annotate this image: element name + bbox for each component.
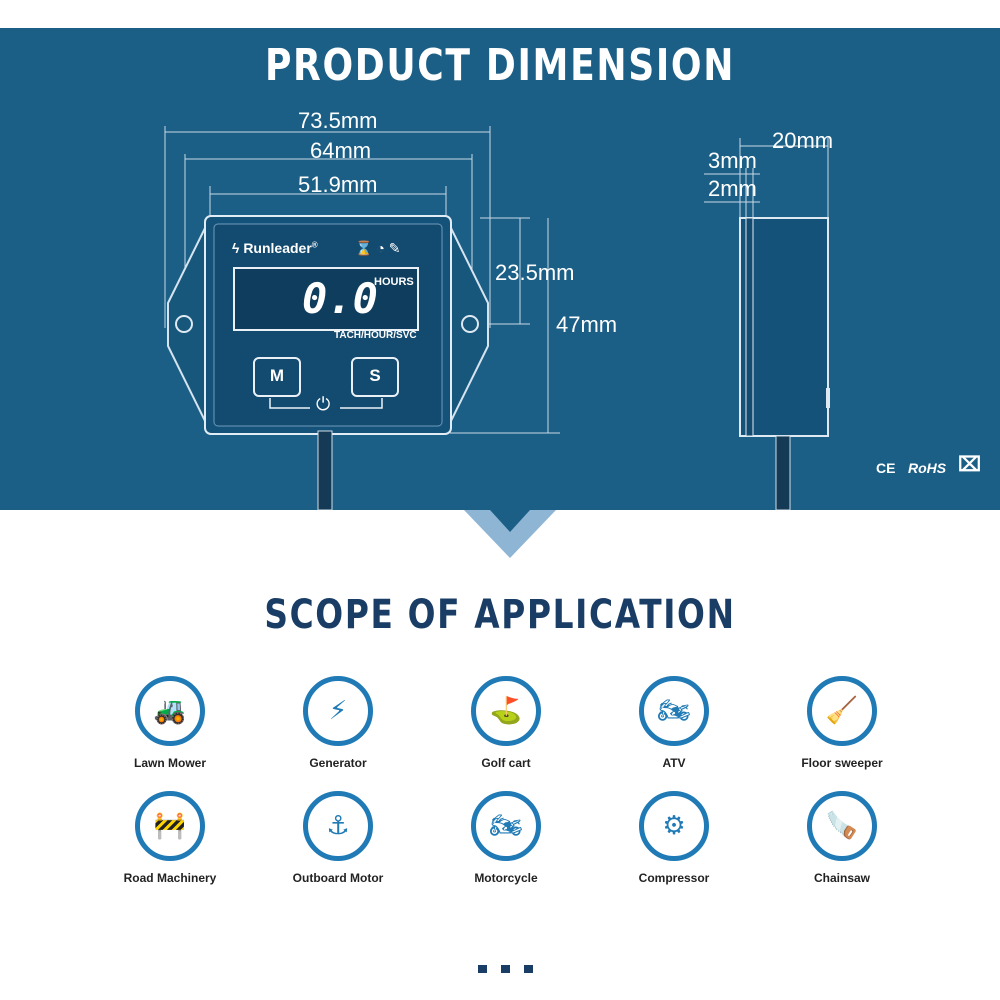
application-label: Lawn Mower	[133, 756, 206, 770]
dim-bezel-thickness: 2mm	[708, 176, 757, 201]
tachometer-icon: ◔	[376, 240, 385, 256]
application-label: Generator	[309, 756, 367, 770]
application-label: Golf cart	[481, 756, 531, 770]
application-label: Chainsaw	[813, 871, 870, 885]
brand-logo: ϟ Runleader®	[232, 240, 318, 256]
side-view-drawing	[704, 138, 830, 510]
road-machinery-icon: 🚧	[135, 791, 205, 861]
application-label: ATV	[662, 756, 686, 770]
weee-bin-icon: ⌧	[958, 454, 982, 476]
rohs-mark: RoHS	[908, 460, 947, 476]
registered-mark: ®	[311, 240, 318, 250]
wrench-icon: ✎	[388, 240, 401, 256]
ce-mark: CE	[876, 460, 896, 476]
chainsaw-icon: 🪚	[807, 791, 877, 861]
product-dimension-title: PRODUCT DIMENSION	[264, 40, 736, 91]
generator-icon: ⚡	[303, 676, 373, 746]
dim-body-width: 51.9mm	[298, 172, 378, 197]
motorcycle-icon: 🏍	[471, 791, 541, 861]
display-unit: HOURS	[374, 276, 414, 288]
application-label: Outboard Motor	[292, 871, 384, 885]
dimension-banner: PRODUCT DIMENSION	[0, 28, 1000, 510]
dim-hole-spacing: 64mm	[310, 138, 372, 163]
m-button[interactable]: M	[269, 366, 285, 385]
compressor-icon: ⚙	[639, 791, 709, 861]
application-item: 🚜 Lawn Mower	[90, 676, 250, 770]
status-icons: ⌛ ◔ ✎	[355, 240, 400, 257]
mode-text: TACH/HOUR/SVC	[334, 330, 417, 341]
application-item: 🏍 Motorcycle	[426, 791, 586, 885]
down-arrow-icon	[464, 510, 556, 558]
front-view-drawing	[164, 126, 560, 510]
application-item: ⚡ Generator	[258, 676, 418, 770]
application-item: 🚧 Road Machinery	[90, 791, 250, 885]
application-label: Compressor	[638, 871, 710, 885]
application-label: Motorcycle	[474, 871, 538, 885]
dim-screen-height: 23.5mm	[495, 260, 575, 285]
application-item: 🪚 Chainsaw	[762, 791, 922, 885]
power-icon[interactable]: ⏻	[316, 394, 331, 414]
brand-name: Runleader	[243, 240, 312, 256]
dim-flange-thickness: 3mm	[708, 148, 757, 173]
application-label: Floor sweeper	[801, 756, 883, 770]
display-value: 0.0	[302, 274, 378, 323]
application-item: ⚙ Compressor	[594, 791, 754, 885]
more-dots-icon	[478, 960, 547, 978]
application-item: 🏍 ATV	[594, 676, 754, 770]
scope-title: SCOPE OF APPLICATION	[264, 592, 736, 638]
s-button[interactable]: S	[369, 366, 381, 385]
application-item: 🧹 Floor sweeper	[762, 676, 922, 770]
golf-cart-icon: ⛳	[471, 676, 541, 746]
application-item: ⚓ Outboard Motor	[258, 791, 418, 885]
floor-sweeper-icon: 🧹	[807, 676, 877, 746]
brand-logo-icon: ϟ	[232, 240, 240, 256]
hourglass-icon: ⌛	[355, 240, 373, 256]
dim-body-height: 47mm	[556, 312, 618, 337]
application-label: Road Machinery	[123, 871, 217, 885]
application-item: ⛳ Golf cart	[426, 676, 586, 770]
outboard-motor-icon: ⚓	[303, 791, 373, 861]
dim-depth: 20mm	[772, 128, 834, 153]
lawn-mower-icon: 🚜	[135, 676, 205, 746]
dim-overall-width: 73.5mm	[298, 108, 378, 133]
atv-icon: 🏍	[639, 676, 709, 746]
